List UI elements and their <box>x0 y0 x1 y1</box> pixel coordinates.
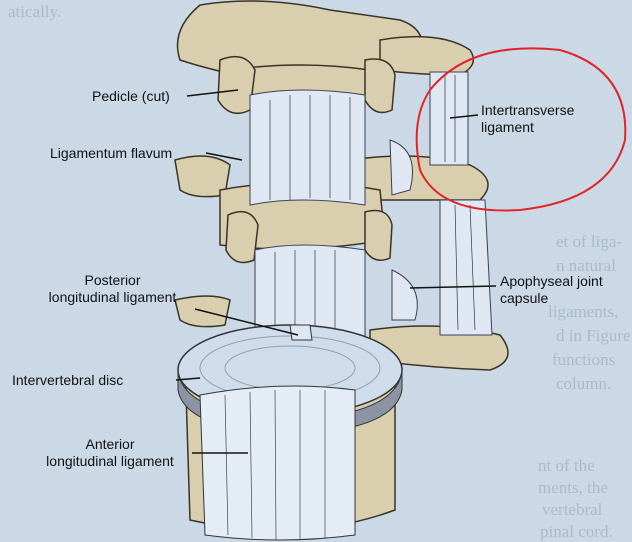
pedicle <box>217 55 256 115</box>
background-text: ments, the <box>538 478 608 497</box>
background-text: ligaments, <box>548 302 619 321</box>
background-text: et of liga- <box>556 232 623 251</box>
label-line: Anterior <box>85 436 135 452</box>
transverse-process <box>379 35 475 76</box>
label-line: Apophyseal joint <box>500 273 603 289</box>
background-text: pinal cord. <box>540 522 613 541</box>
annotation-circle <box>415 47 627 212</box>
pedicle <box>225 210 259 264</box>
intertransverse-ligament <box>439 199 493 336</box>
label-line: longitudinal ligament <box>48 289 177 305</box>
label-line: Intertransverse <box>481 102 575 118</box>
transverse-process <box>369 325 509 371</box>
label-apophyseal-joint-capsule: Apophyseal joint capsule <box>500 273 603 307</box>
anterior-longitudinal-ligament <box>199 385 356 541</box>
posterior-longitudinal-ligament <box>289 324 313 341</box>
intertransverse-ligament <box>429 71 469 166</box>
ligamentum-flavum <box>249 89 366 206</box>
label-intertransverse-ligament: Intertransverse ligament <box>481 102 574 136</box>
leader-lines <box>175 89 497 454</box>
label-ligamentum-flavum: Ligamentum flavum <box>50 145 173 161</box>
background-text: functions <box>552 350 616 369</box>
background-text: vertebral <box>542 500 603 519</box>
pedicle <box>364 209 393 261</box>
label-posterior-longitudinal-ligament: Posterior longitudinal ligament <box>20 272 205 306</box>
background-text: column. <box>556 374 612 393</box>
apophyseal-capsule <box>391 269 418 321</box>
label-line: Posterior <box>84 272 141 288</box>
label-line: ligament <box>481 119 534 135</box>
background-text: atically. <box>8 2 62 21</box>
background-text: d in Figure <box>556 326 631 345</box>
label-line: capsule <box>500 290 549 306</box>
label-anterior-longitudinal-ligament: Anterior longitudinal ligament <box>30 436 190 470</box>
background-text: n natural <box>556 256 616 275</box>
label-pedicle: Pedicle (cut) <box>92 88 170 104</box>
apophyseal-capsule <box>389 139 413 196</box>
label-intervertebral-disc: Intervertebral disc <box>12 372 124 388</box>
label-line: longitudinal ligament <box>46 453 174 469</box>
pedicle <box>364 58 396 114</box>
background-text: nt of the <box>538 456 595 475</box>
